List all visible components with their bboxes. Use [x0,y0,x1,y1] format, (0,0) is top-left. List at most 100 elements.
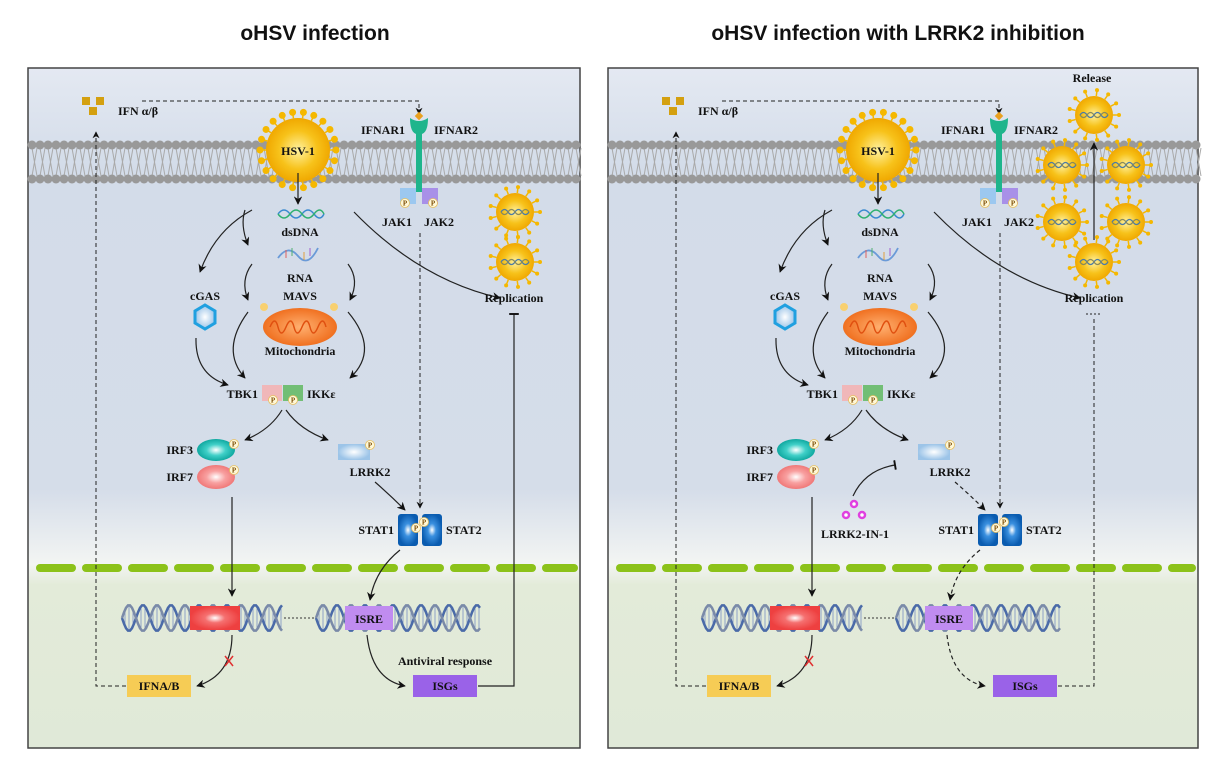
isgs-box [413,675,477,697]
isre-label: ISRE [935,612,963,626]
ifn-signal-arrow [722,100,1003,115]
irf7-label: IRF7 [746,470,773,484]
arrow [244,409,283,442]
irf7-label: IRF7 [166,470,193,484]
isgs-label: ISGs [1012,679,1038,693]
progeny-virus-icon [1099,195,1153,249]
mito-label: Mitochondria [845,344,916,358]
arrow [778,209,833,273]
tbk1-label: TBK1 [227,387,258,401]
arrow [821,263,833,301]
arrow [232,311,249,379]
arrow [347,311,366,379]
ifnar1-label: IFNAR1 [361,123,405,137]
mavs-label: MAVS [283,289,317,303]
cgas-label: cGAS [770,289,800,303]
isgs-label: ISGs [432,679,458,693]
blocked-x-icon [804,655,814,667]
stat1-stat2-complex-icon: PP [978,514,1022,546]
arrow [241,263,253,301]
arrow [865,409,909,442]
irf7-icon: P [777,465,819,489]
progeny-virus-icon [1035,195,1089,249]
ikk-label: IKKε [307,387,335,401]
ifnab-secretion-arrow [672,131,706,687]
arrow [347,263,358,301]
progeny-virus-icon [1099,138,1153,192]
jak1-label: JAK1 [382,215,412,229]
phospho-label: P [1002,519,1007,527]
gene-ifnab-arrow [196,634,233,688]
cgas-icon [773,303,797,331]
replication-label: Replication [485,291,544,305]
phospho-label: P [1011,200,1016,208]
inhibitor-label: LRRK2-IN-1 [821,527,889,541]
mitochondria-icon [260,303,338,346]
phospho-label: P [948,442,953,450]
phospho-label: P [851,397,856,405]
ifnar2-label: IFNAR2 [1014,123,1058,137]
dsdna-icon [857,209,905,219]
phospho-label: P [368,442,373,450]
isre-isgs-arrow [366,634,406,689]
irf3-icon: P [777,439,819,461]
rna-label: RNA [287,271,313,285]
release-label: Release [1073,71,1112,85]
gene-ifnab-arrow [776,634,813,688]
isre-label: ISRE [355,612,383,626]
arrow [775,337,809,387]
phospho-label: P [291,397,296,405]
ifnab-label: IFNA/B [139,679,180,693]
lrrk2-inhibition-line [852,460,897,497]
lrrk2-stat-arrow [954,481,986,511]
arrow [821,209,830,246]
phospho-label: P [983,200,988,208]
arrow [285,409,329,442]
hsv-1-virus-icon [256,108,340,192]
hsv-label: HSV-1 [861,144,895,158]
ifn-signal-arrow [142,100,423,115]
ifnab-box [707,675,771,697]
stat1-label: STAT1 [358,523,394,537]
lrrk2-icon: P [338,440,375,460]
antiviral-inhibition-line [478,313,519,687]
arrow [927,311,946,379]
replication-label: Replication [1065,291,1124,305]
phospho-label: P [871,397,876,405]
mito-label: Mitochondria [265,344,336,358]
right-panel-title: oHSV infection with LRRK2 inhibition [711,22,1084,45]
arrow [824,409,863,442]
isre-box [345,606,393,630]
mavs-label: MAVS [863,289,897,303]
cgas-label: cGAS [190,289,220,303]
lrrk2-icon: P [918,440,955,460]
phospho-label: P [812,467,817,475]
replication-arrow [353,211,501,301]
hsv-1-virus-icon [836,108,920,192]
progeny-virus-icon [1035,138,1089,192]
stat2-label: STAT2 [1026,523,1062,537]
phospho-label: P [232,467,237,475]
hsv-label: HSV-1 [281,144,315,158]
rna-label: RNA [867,271,893,285]
lrrk2-label: LRRK2 [930,465,971,479]
antiviral-label: Antiviral response [398,654,493,668]
arrow [195,337,229,387]
arrow [812,311,829,379]
ifn-gene-icon [770,606,820,630]
isre-box [925,606,973,630]
phospho-label: P [232,441,237,449]
arrow [198,209,253,273]
progeny-virus-icon [488,235,542,289]
ifn-label: IFN α/β [118,104,158,118]
rna-icon [857,247,899,262]
irf3-label: IRF3 [746,443,773,457]
left-panel-title: oHSV infection [240,22,389,45]
arrow [927,263,938,301]
dsdna-label: dsDNA [861,225,899,239]
ifnar1-label: IFNAR1 [941,123,985,137]
jak2-label: JAK2 [1004,215,1034,229]
